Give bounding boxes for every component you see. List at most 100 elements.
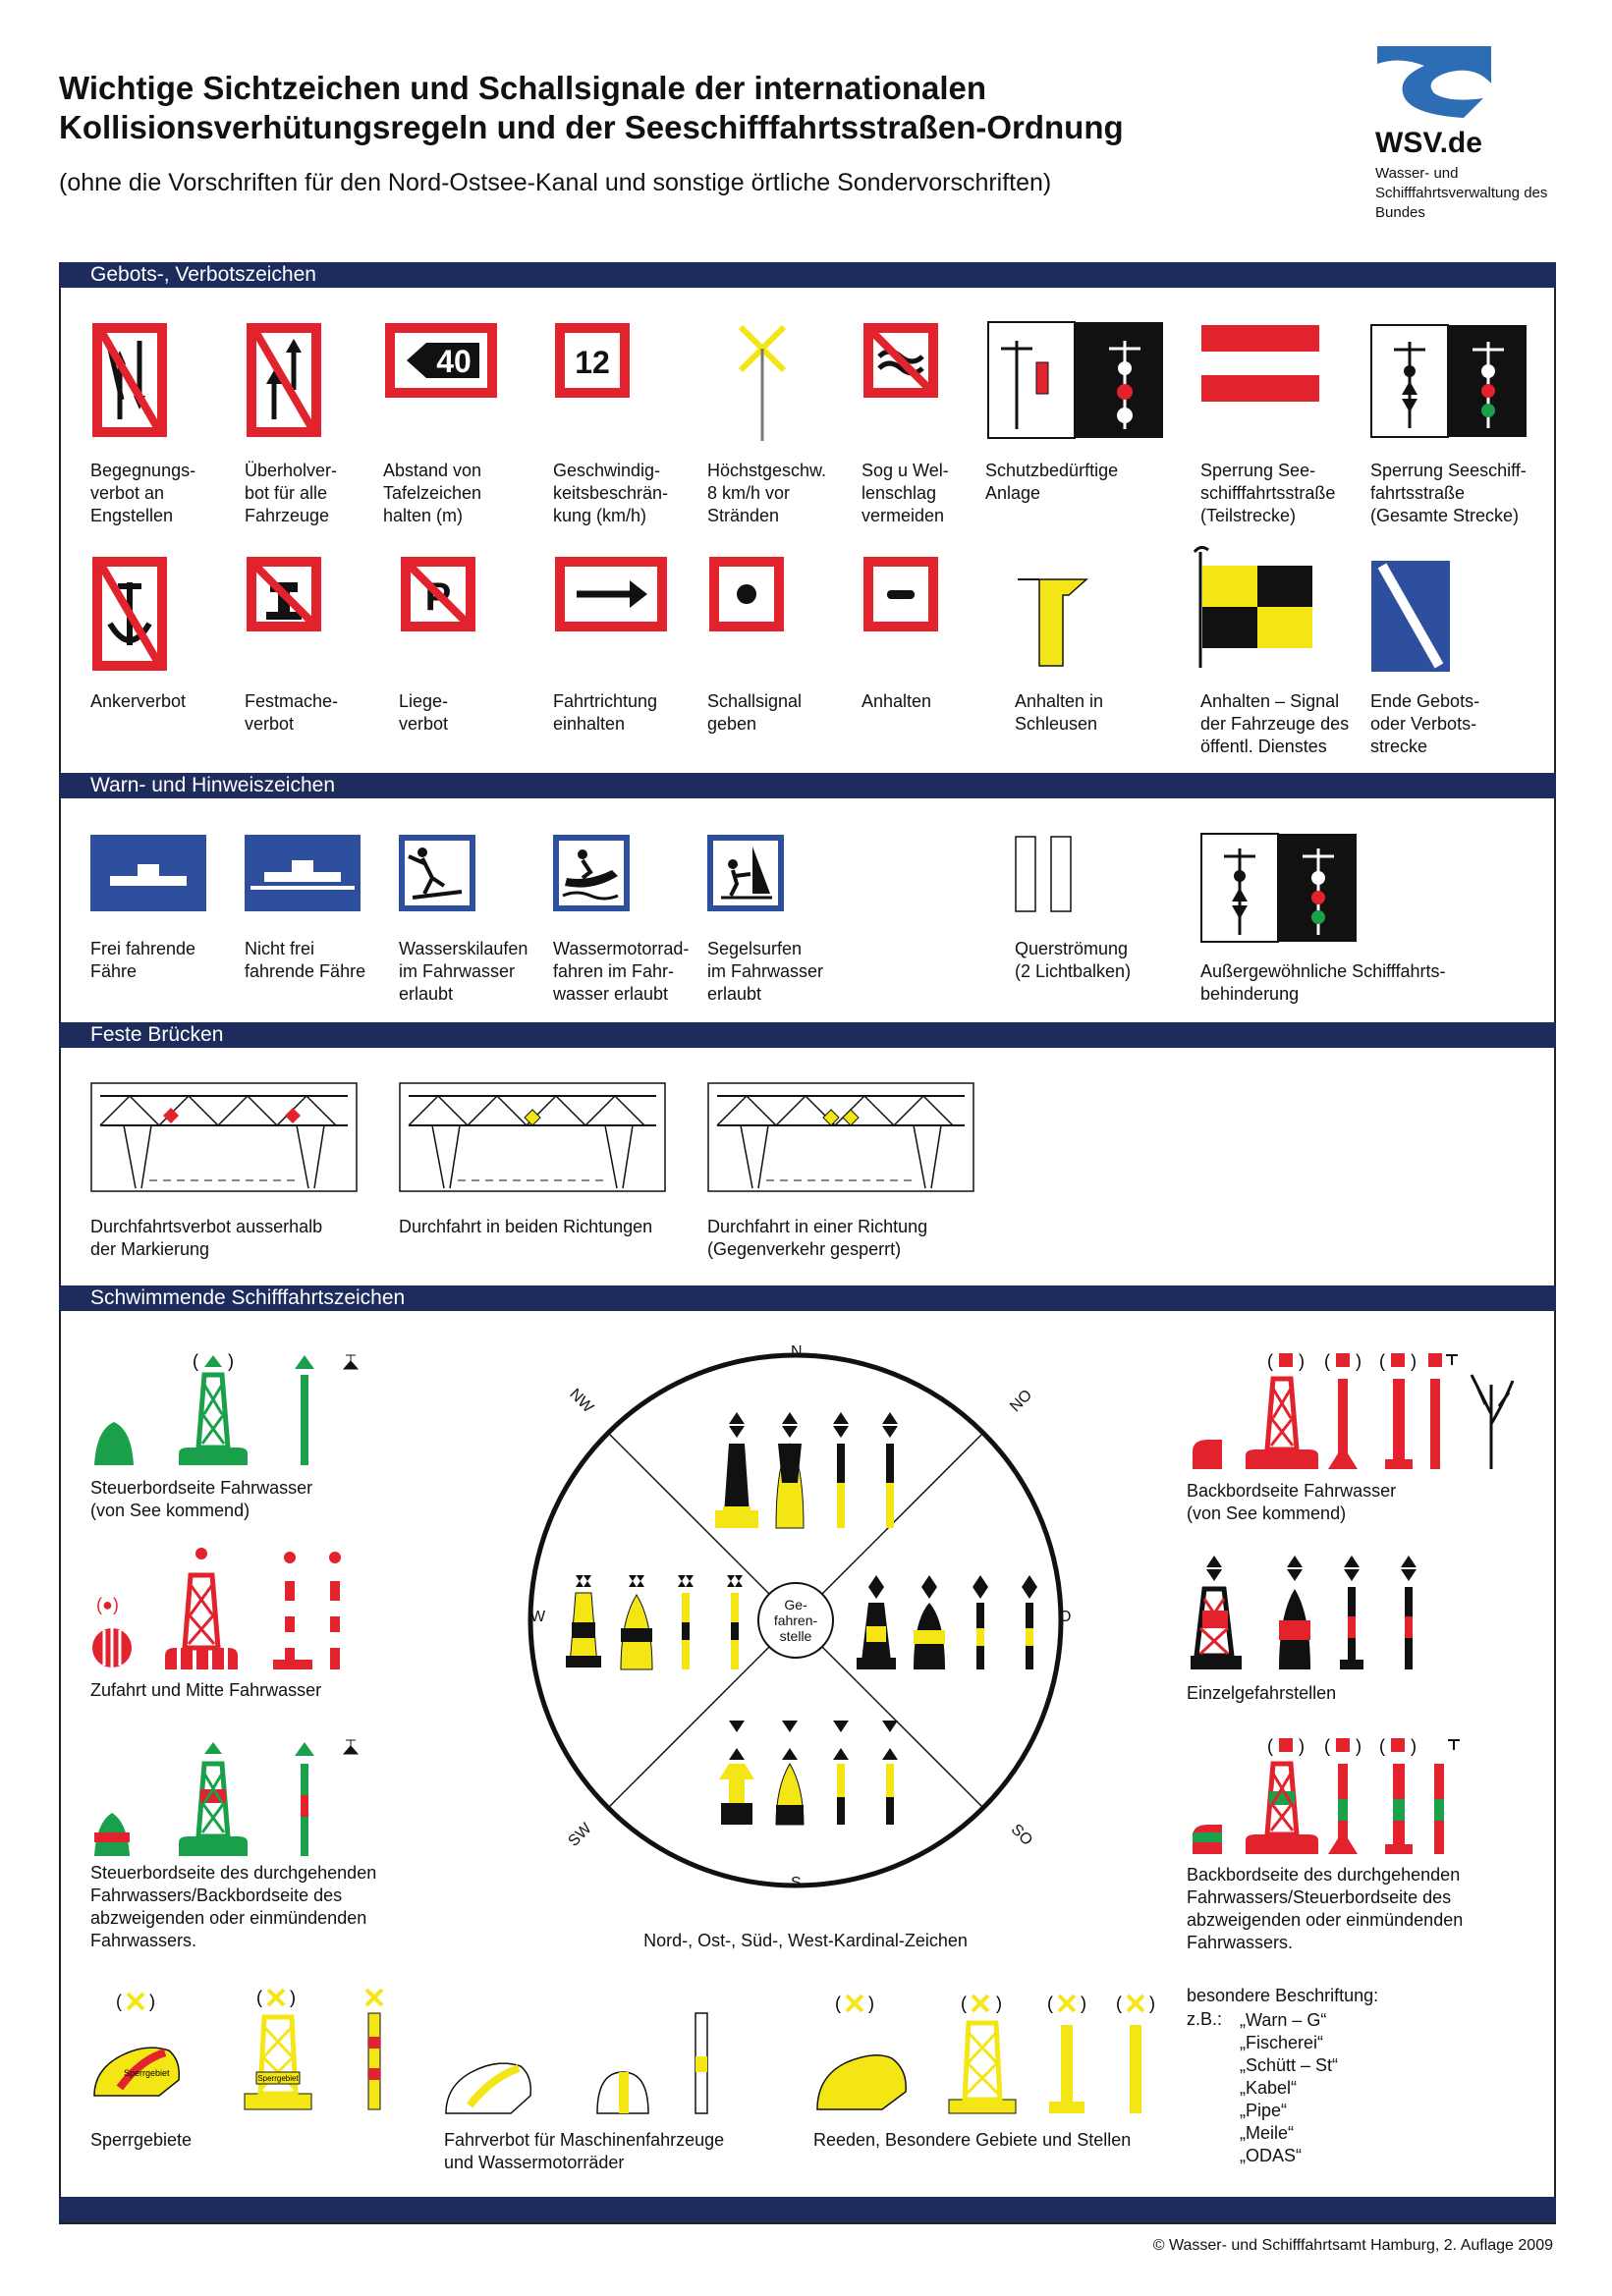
label-liege: Liege- verbot: [399, 691, 449, 734]
label-abstand: Abstand von Tafelzeichen halten (m): [383, 461, 482, 525]
danger-center-label: Ge- fahren- stelle: [773, 1597, 818, 1644]
svg-text:(: (: [193, 1351, 198, 1371]
anchorage-buoys-icon: () () () (): [816, 1994, 1155, 2114]
svg-text:(: (: [116, 1992, 122, 2011]
wsv-logo: WSV.de Wasser- und Schifffahrtsverwaltun…: [1375, 44, 1572, 223]
label-anhalten: Anhalten: [862, 691, 932, 711]
restricted-area-tower-label: Sperrgebiet: [257, 2074, 299, 2083]
svg-text:(: (: [1267, 1351, 1273, 1371]
compass-s: S: [791, 1875, 802, 1891]
direction-sign: [555, 557, 667, 631]
svg-text:(: (: [1379, 1736, 1385, 1756]
footer-copyright: © Wasser- und Schifffahrtsamt Hamburg, 2…: [1152, 2237, 1553, 2254]
starboard-preferred-buoys-icon: [94, 1739, 360, 1856]
svg-text:): ): [1299, 1351, 1305, 1371]
fairway-buoys-icon: (●): [92, 1548, 341, 1669]
free-ferry-sign: [90, 835, 206, 911]
beach-speed-cross-icon: [738, 324, 787, 441]
label-geschwindigkeit: Geschwindig- keitsbeschrän- kung (km/h): [553, 461, 669, 525]
restricted-area-tower-buoys-icon: () Sperrgebiet: [244, 1988, 384, 2110]
east-marks: [857, 1575, 1037, 1669]
label-faehre-nicht: Nicht frei fahrende Fähre: [245, 939, 366, 981]
full-closure-sign: [1370, 324, 1527, 438]
logo-wordmark: WSV.de: [1375, 127, 1482, 159]
no-mooring-sign: [247, 557, 321, 631]
label-ausser: Außergewöhnliche Schifffahrts- behinderu…: [1200, 961, 1446, 1004]
wsv-logo-icon: [1377, 46, 1491, 118]
svg-text:(: (: [1324, 1351, 1330, 1371]
section-warn: Warn- und Hinweiszeichen: [59, 773, 1556, 798]
label-bruecke-beide: Durchfahrt in beiden Richtungen: [399, 1217, 653, 1236]
svg-text:): ): [1411, 1351, 1417, 1371]
svg-text:(●): (●): [96, 1595, 119, 1614]
protected-facility-sign: [987, 321, 1163, 439]
special-lettering-item: „ODAS“: [1240, 2146, 1302, 2165]
svg-text:): ): [1081, 1994, 1086, 2013]
label-backbord: Backbordseite Fahrwasser (von See kommen…: [1187, 1481, 1397, 1523]
partial-closure-sign: [1201, 325, 1319, 402]
starboard-buoys-icon: (): [94, 1351, 360, 1465]
svg-text:(: (: [835, 1994, 841, 2013]
label-fahrverbot: Fahrverbot für Maschinenfahrzeuge und Wa…: [444, 2130, 725, 2172]
label-dienst: Anhalten – Signal der Fahrzeuge des öffe…: [1200, 691, 1350, 756]
label-hoechstgeschw: Höchstgeschw. 8 km/h vor Stränden: [707, 461, 827, 525]
section-gebots: Gebots-, Verbotszeichen: [59, 262, 1556, 288]
end-of-restriction-sign: [1371, 561, 1450, 672]
north-marks: [715, 1412, 898, 1529]
svg-text:): ): [290, 1988, 296, 2007]
svg-text:(: (: [1324, 1736, 1330, 1756]
special-lettering-item: „Fischerei“: [1240, 2033, 1324, 2052]
bridge-one-direction-icon: [707, 1082, 974, 1192]
label-sperr: Sperrgebiete: [90, 2130, 193, 2150]
svg-text:): ): [1356, 1351, 1362, 1371]
label-backbord-durch: Backbordseite des durchgehenden Fahrwass…: [1187, 1865, 1464, 1952]
special-lettering-title: besondere Beschriftung:: [1187, 1986, 1379, 2005]
jet-ski-icon: [553, 835, 630, 911]
bridge-both-directions-icon: [399, 1082, 666, 1192]
section-schwimmende: Schwimmende Schifffahrtszeichen: [59, 1285, 1556, 1311]
label-ueberholverbot: Überholver- bot für alle Fahrzeuge: [245, 461, 338, 525]
svg-text:(: (: [1267, 1736, 1273, 1756]
svg-text:): ): [1356, 1736, 1362, 1756]
label-motorrad: Wassermotorrad- fahren im Fahr- wasser e…: [553, 939, 690, 1004]
special-lettering-item: „Meile“: [1240, 2123, 1295, 2143]
cardinal-compass-diagram: [528, 1352, 1064, 1888]
special-lettering-prefix: z.B.:: [1187, 2009, 1223, 2029]
svg-text:): ): [228, 1351, 234, 1371]
no-anchoring-sign: [92, 557, 167, 671]
label-ende: Ende Gebots- oder Verbots- strecke: [1370, 691, 1480, 756]
distance-value: 40: [436, 344, 472, 379]
label-anker: Ankerverbot: [90, 691, 187, 711]
label-steuerbord: Steuerbordseite Fahrwasser (von See komm…: [90, 1478, 313, 1520]
label-faehre-frei: Frei fahrende Fähre: [90, 939, 196, 981]
svg-text:(: (: [1047, 1994, 1053, 2013]
compass-w: W: [530, 1609, 546, 1625]
page-title: Wichtige Sichtzeichen und Schallsignale …: [59, 70, 1124, 145]
compass-n: N: [791, 1343, 803, 1360]
label-richtung: Fahrtrichtung einhalten: [553, 691, 658, 734]
port-preferred-buoys-icon: () () (): [1193, 1736, 1460, 1854]
label-festmache: Festmache- verbot: [245, 691, 339, 734]
svg-text:): ): [1149, 1994, 1155, 2013]
label-sog: Sog u Wel- lenschlag vermeiden: [862, 461, 949, 525]
cross-current-lights-icon: [1015, 836, 1072, 912]
svg-text:): ): [868, 1994, 874, 2013]
svg-text:): ): [1299, 1736, 1305, 1756]
special-lettering-item: „Warn – G“: [1240, 2010, 1327, 2030]
svg-text:(: (: [1379, 1351, 1385, 1371]
label-schleusen: Anhalten in Schleusen: [1015, 691, 1104, 734]
svg-text:(: (: [961, 1994, 967, 2013]
port-buoys-icon: () () (): [1193, 1351, 1515, 1469]
label-bruecke-verbot: Durchfahrtsverbot ausserhalb der Markier…: [90, 1217, 323, 1259]
service-flag-icon: [1193, 545, 1312, 668]
label-bruecke-eine: Durchfahrt in einer Richtung (Gegenverke…: [707, 1217, 928, 1259]
svg-text:(: (: [256, 1988, 262, 2007]
restricted-area-buoy-icon: () Sperrgebiet: [93, 1992, 181, 2097]
special-lettering-item: „Kabel“: [1240, 2078, 1298, 2098]
svg-text:): ): [1411, 1736, 1417, 1756]
label-surfen: Segelsurfen im Fahrwasser erlaubt: [707, 939, 824, 1004]
label-quer: Querströmung (2 Lichtbalken): [1015, 939, 1132, 981]
south-marks: [719, 1721, 898, 1826]
label-sperrung-gesamt: Sperrung Seeschiff- fahrtsstraße (Gesamt…: [1370, 461, 1527, 525]
stop-sign: [863, 557, 938, 631]
